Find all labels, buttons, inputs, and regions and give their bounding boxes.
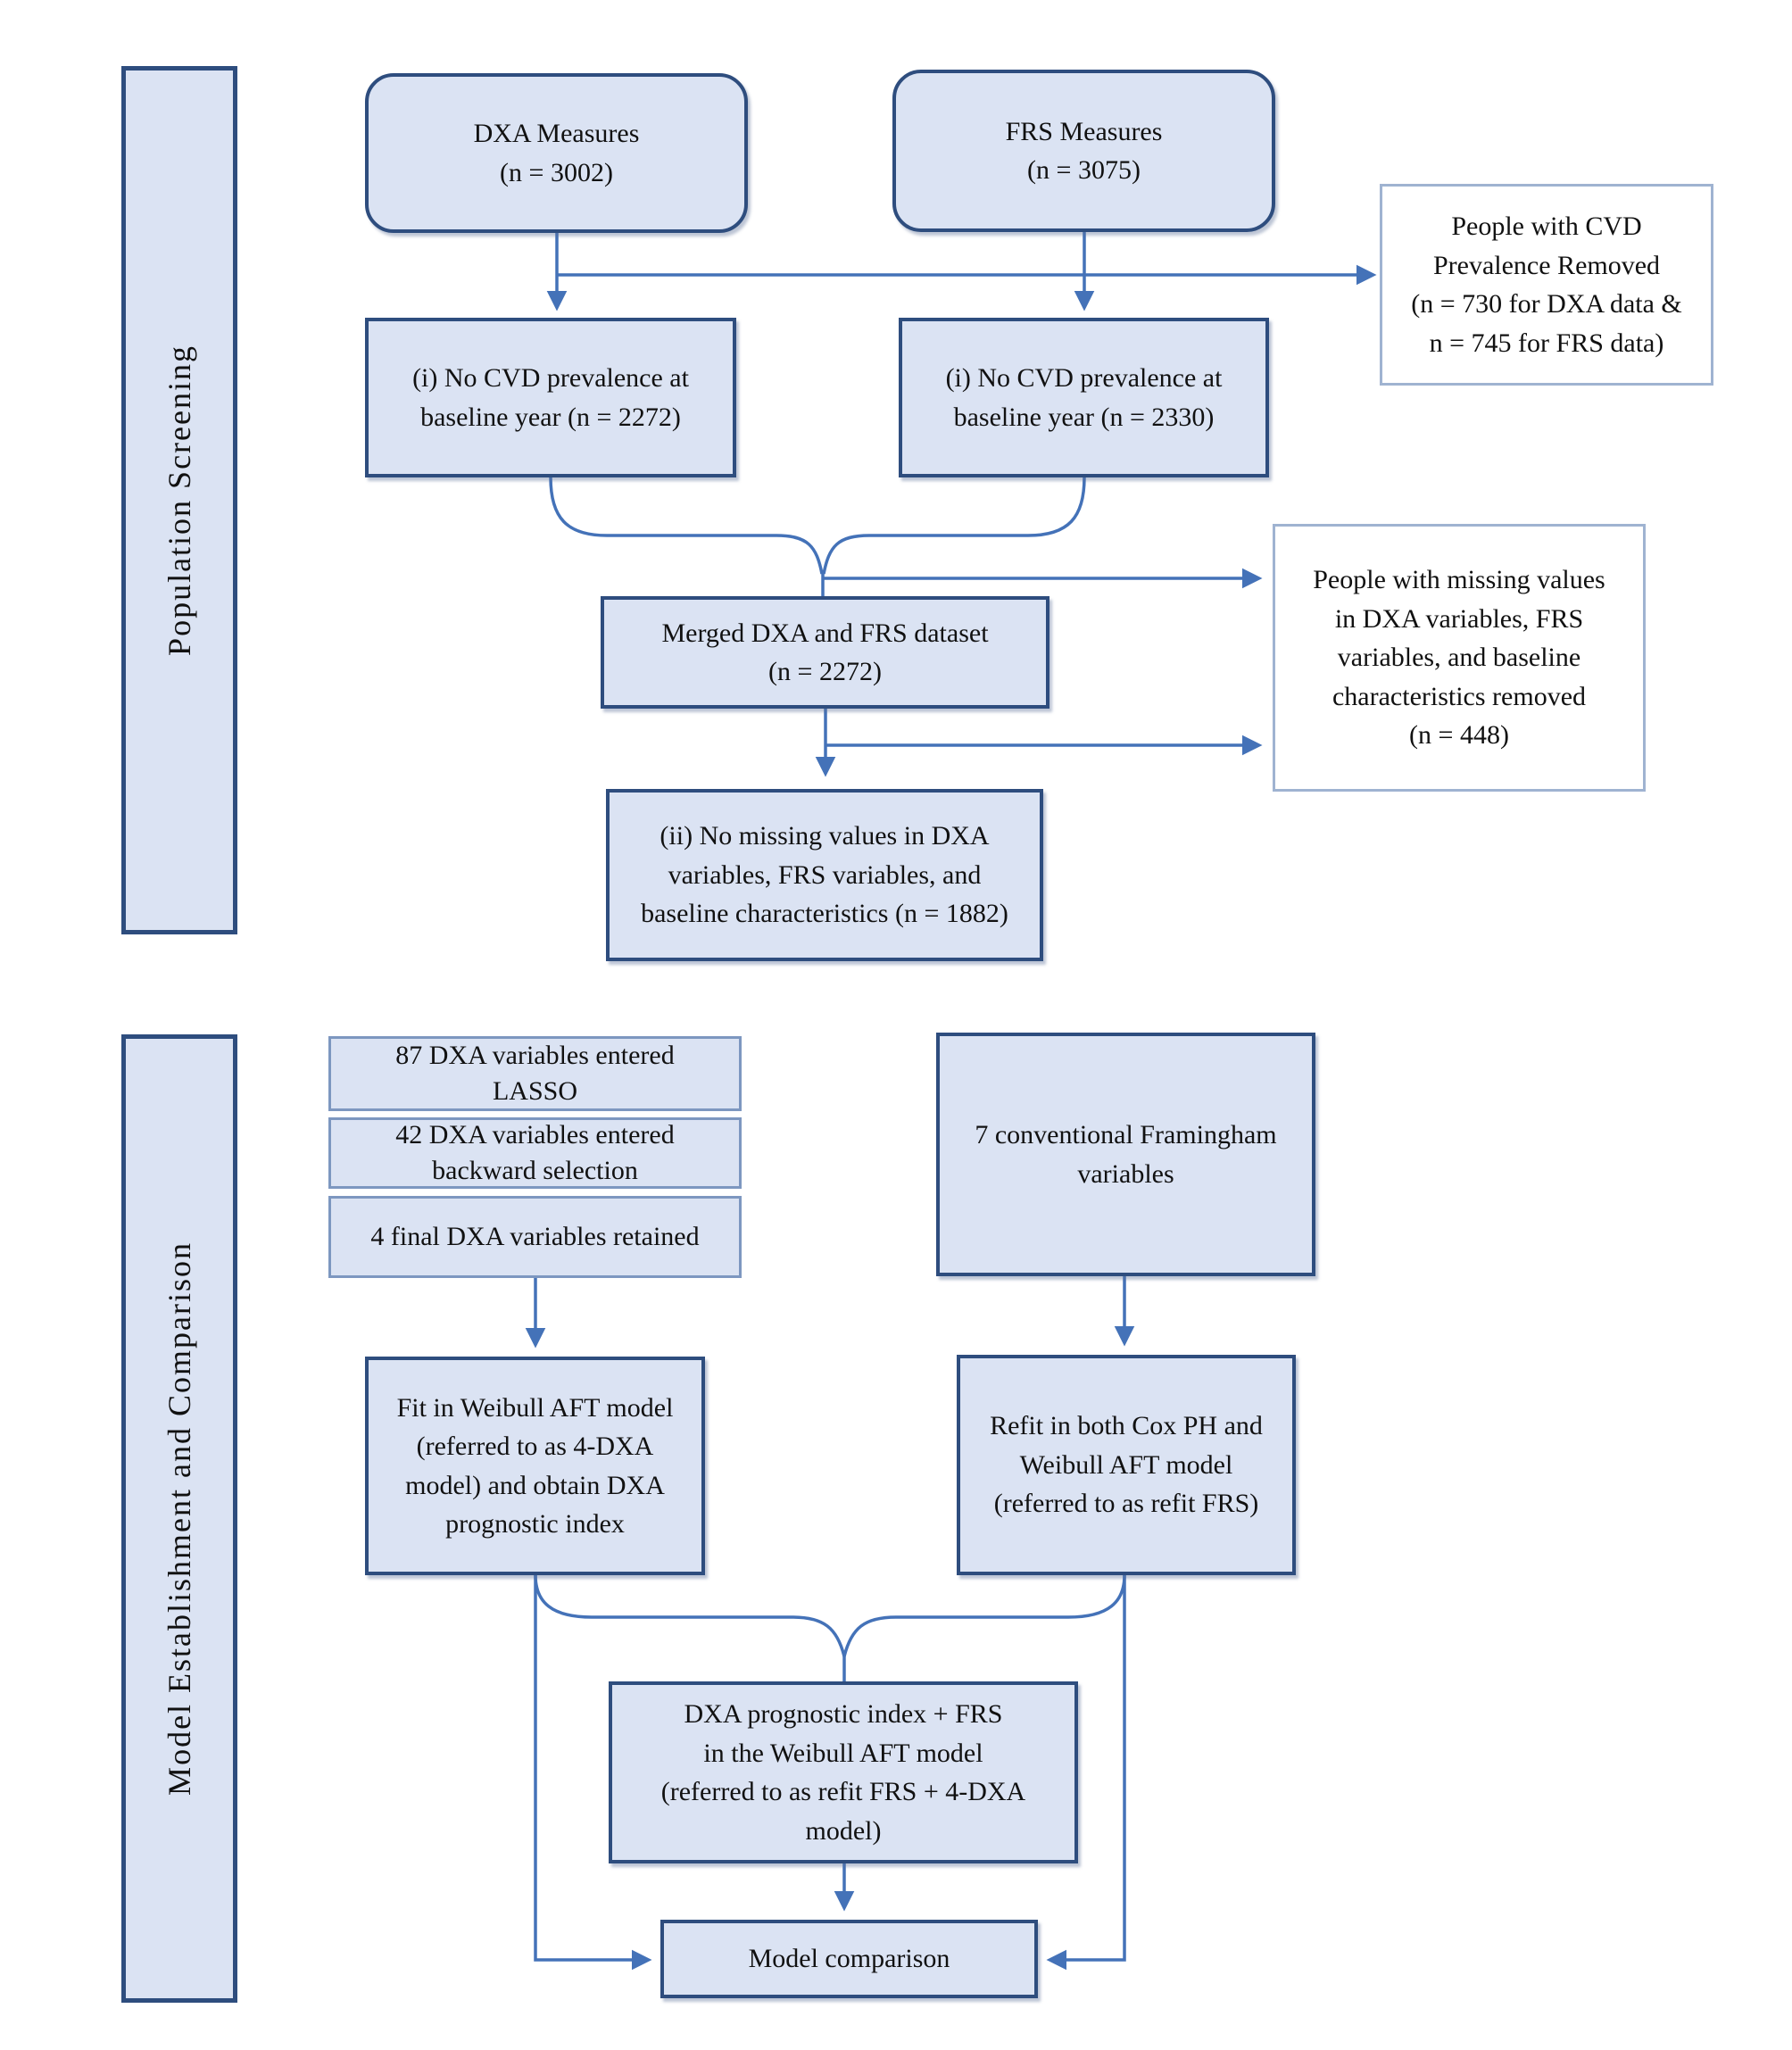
node-dxa-measures: DXA Measures(n = 3002) <box>365 73 748 233</box>
node-frs-measures: FRS Measures(n = 3075) <box>892 70 1275 232</box>
section-model-establishment: Model Establishment and Comparison <box>121 1034 237 2003</box>
rail-fit-to-comparison <box>534 1575 652 1971</box>
brace-merge-right <box>822 477 1086 575</box>
section-population-screening: Population Screening <box>121 66 237 934</box>
node-dxa-measures-label: DXA Measures(n = 3002) <box>473 119 640 187</box>
section-population-screening-label: Population Screening <box>161 344 197 656</box>
brace-models-right <box>842 1574 1126 1657</box>
node-model-comparison-label: Model comparison <box>748 1944 950 1974</box>
brace-models-left <box>534 1574 846 1657</box>
node-model-comparison: Model comparison <box>660 1920 1038 1998</box>
node-retained: 4 final DXA variables retained <box>328 1196 742 1278</box>
section-model-establishment-label: Model Establishment and Comparison <box>161 1241 197 1796</box>
node-fit-weibull: Fit in Weibull AFT model(referred to as … <box>365 1357 705 1575</box>
rail-refit-to-comparison <box>1046 1575 1126 1971</box>
node-fit-weibull-label: Fit in Weibull AFT model(referred to as … <box>396 1392 674 1540</box>
node-retained-label: 4 final DXA variables retained <box>370 1221 700 1251</box>
node-frs-measures-label: FRS Measures(n = 3075) <box>1005 116 1163 186</box>
node-merged-dataset: Merged DXA and FRS dataset(n = 2272) <box>601 596 1049 709</box>
node-merged-dataset-label: Merged DXA and FRS dataset(n = 2272) <box>661 618 989 687</box>
brace-merge-left <box>549 477 824 575</box>
